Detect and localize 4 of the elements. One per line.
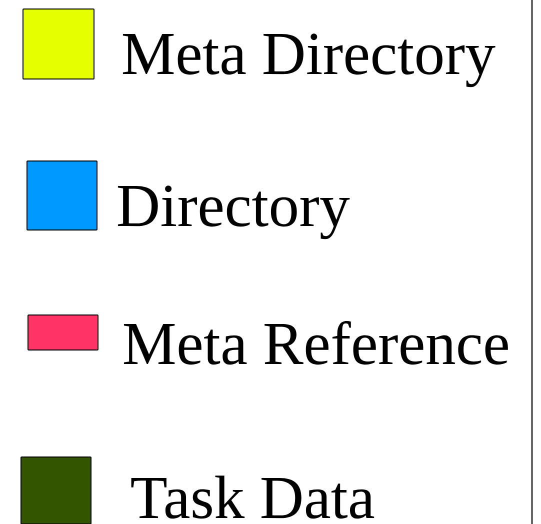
legend-label: Meta Directory [122,34,496,88]
legend-label: Directory [118,186,350,240]
legend-label: Meta Reference [124,321,508,365]
legend-label: Task Data [131,476,374,519]
